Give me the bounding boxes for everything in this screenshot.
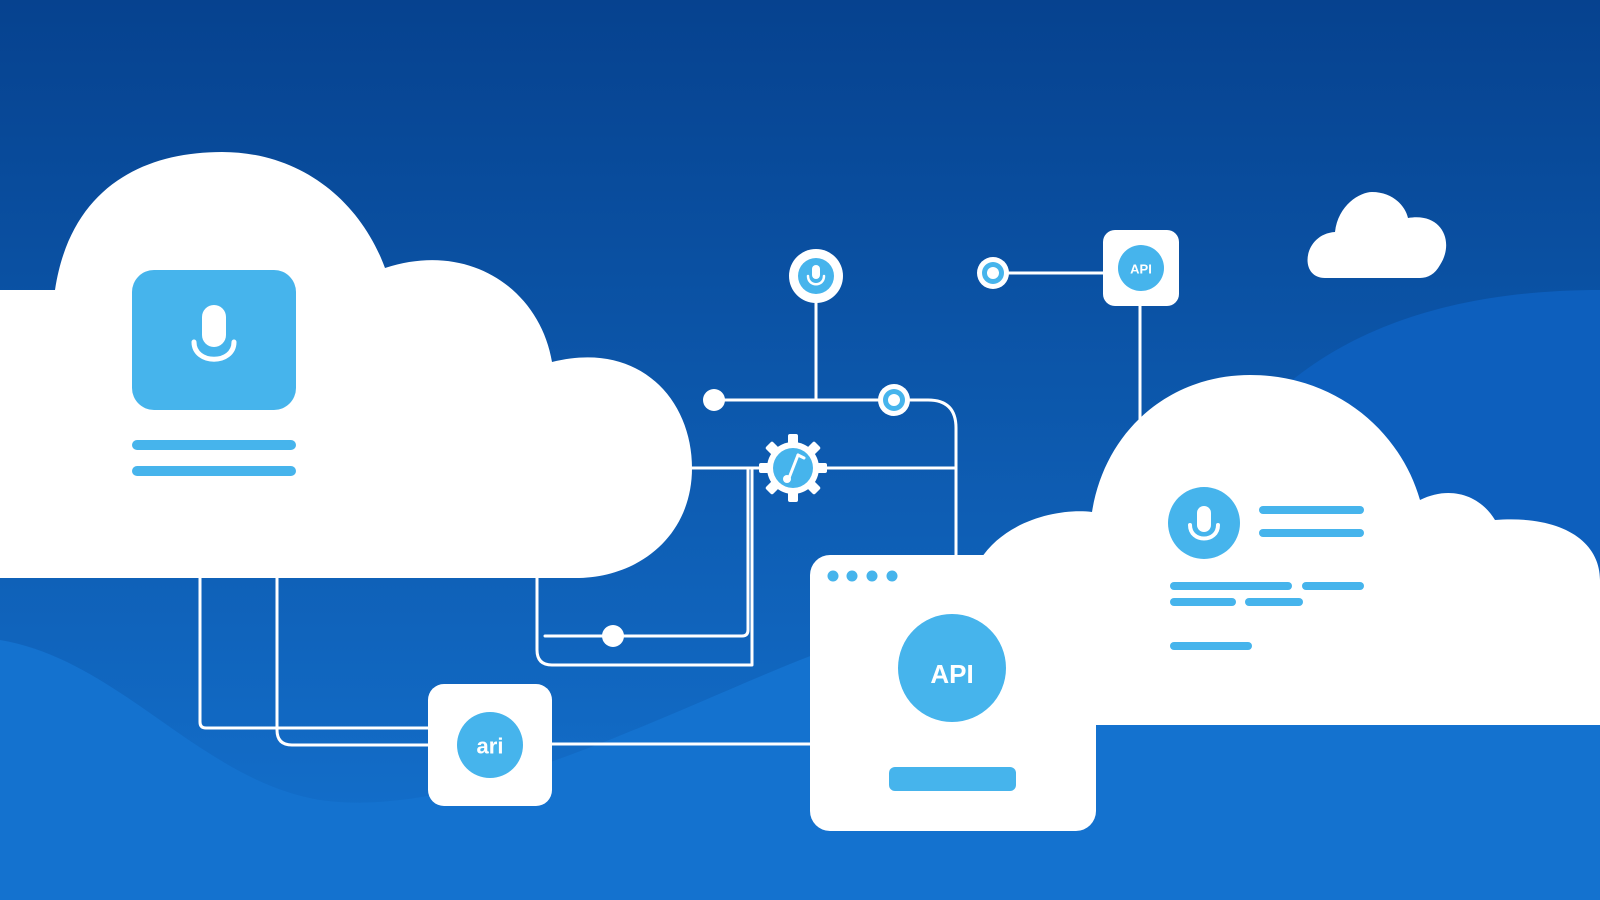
right-cloud-mic-icon	[1168, 487, 1240, 559]
connector-bracket	[535, 468, 754, 667]
text-line-left-2	[132, 466, 296, 476]
api-badge-node[interactable]	[977, 257, 1009, 289]
bracket-node[interactable]	[602, 625, 624, 647]
api-window-button[interactable]	[889, 767, 1016, 791]
connector-lines	[198, 271, 1142, 747]
ari-circle	[457, 712, 523, 778]
api-small-circle	[1118, 245, 1164, 291]
mic-node[interactable]	[789, 249, 843, 303]
api-window-label: API	[930, 659, 973, 689]
cloud-small-top-right	[1307, 192, 1447, 278]
music-note-gear-icon[interactable]	[759, 434, 827, 502]
hub-node-left[interactable]	[703, 389, 725, 411]
connector-left-inner	[275, 573, 432, 747]
cloud-right	[949, 375, 1600, 725]
right-cloud-text-lines	[1170, 506, 1364, 650]
ari-label: ari	[477, 734, 504, 759]
api-window-circle	[898, 614, 1006, 722]
window-dots-icon	[827, 570, 898, 582]
connector-hub-line	[712, 398, 958, 557]
microphone-icon	[191, 305, 237, 362]
connector-bracket-inner	[543, 468, 750, 638]
connector-left-outer	[198, 573, 432, 730]
hub-node-right[interactable]	[878, 384, 910, 416]
text-line-left-1	[132, 440, 296, 450]
api-small-label: API	[1130, 262, 1152, 277]
